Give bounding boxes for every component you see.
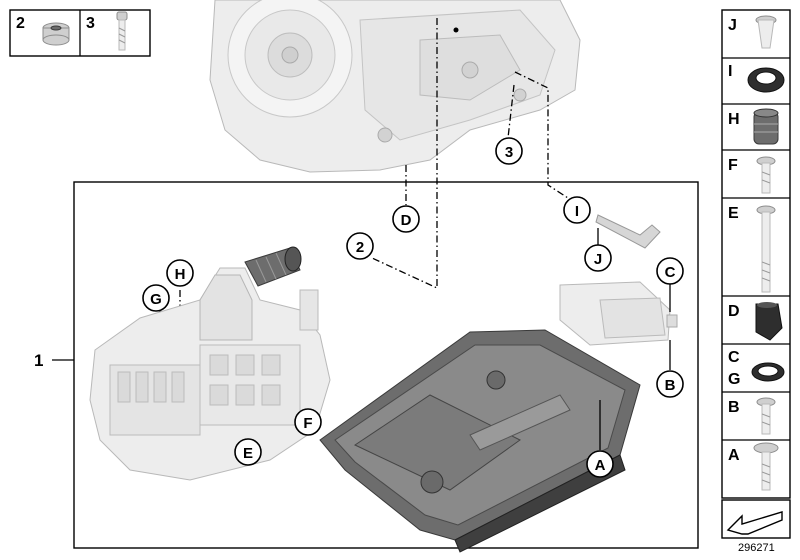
- bolt-icon: [116, 11, 128, 51]
- svg-text:D: D: [401, 212, 412, 229]
- legend-F-label: F: [728, 157, 738, 174]
- guide-sleeve-part: [559, 281, 678, 346]
- legend-H-label: H: [728, 111, 740, 128]
- long-screw-icon: [756, 205, 776, 293]
- top-left-parts-box: 2 3: [9, 9, 151, 57]
- short-screw-icon: [756, 156, 776, 194]
- item-3-label: 3: [86, 15, 95, 32]
- transmission-housing: [209, 0, 581, 173]
- diagram-id: 296271: [738, 542, 775, 554]
- callout-2: 2: [346, 232, 374, 260]
- svg-text:C: C: [665, 264, 676, 281]
- seal-ring-icon: [747, 67, 785, 93]
- legend-C-label: C: [728, 349, 740, 366]
- svg-text:A: A: [595, 457, 606, 474]
- legend-A-label: A: [728, 447, 740, 464]
- oil-pan: [319, 329, 641, 553]
- legend-frame: [721, 9, 791, 499]
- callout-F: F: [294, 408, 322, 436]
- svg-text:B: B: [665, 377, 676, 394]
- legend-E-label: E: [728, 205, 739, 222]
- legend-I-label: I: [728, 63, 732, 80]
- svg-text:2: 2: [356, 239, 364, 256]
- callout-D: D: [392, 205, 420, 233]
- parts-legend: J I H F E: [721, 9, 791, 499]
- callout-3: 3: [495, 137, 523, 165]
- main-parts-box: [73, 181, 699, 549]
- svg-text:J: J: [594, 251, 602, 268]
- legend-G-label: G: [728, 371, 740, 388]
- torx-screw-icon: [756, 397, 776, 435]
- svg-text:F: F: [303, 415, 312, 432]
- svg-text:I: I: [575, 203, 579, 220]
- item-2-label: 2: [16, 15, 25, 32]
- document-arrow-icon: [721, 499, 791, 539]
- plug-connector-icon: [755, 302, 783, 341]
- legend-J-label: J: [728, 17, 737, 34]
- adapter-sleeve-part: [244, 246, 302, 287]
- svg-text:E: E: [243, 445, 253, 462]
- oil-tube-part: [595, 214, 661, 249]
- sleeve-icon: [755, 15, 777, 49]
- legend-B-label: B: [728, 399, 740, 416]
- legend-D-label: D: [728, 303, 740, 320]
- adapter-sleeve-icon: [753, 108, 779, 145]
- callout-J: J: [584, 244, 612, 272]
- item-1-label: 1: [34, 351, 43, 370]
- plug-screw-icon: [42, 22, 70, 46]
- o-ring-icon: [751, 362, 785, 382]
- callout-I: I: [563, 196, 591, 224]
- callout-A: A: [586, 450, 614, 478]
- callout-E: E: [234, 438, 262, 466]
- callout-G: G: [142, 284, 170, 312]
- callout-H: H: [166, 259, 194, 287]
- svg-text:G: G: [150, 291, 162, 308]
- svg-text:H: H: [175, 266, 186, 283]
- callout-C: C: [656, 257, 684, 285]
- svg-text:3: 3: [505, 144, 513, 161]
- collar-screw-icon: [753, 442, 779, 491]
- callout-B: B: [656, 370, 684, 398]
- valve-body: [89, 267, 331, 481]
